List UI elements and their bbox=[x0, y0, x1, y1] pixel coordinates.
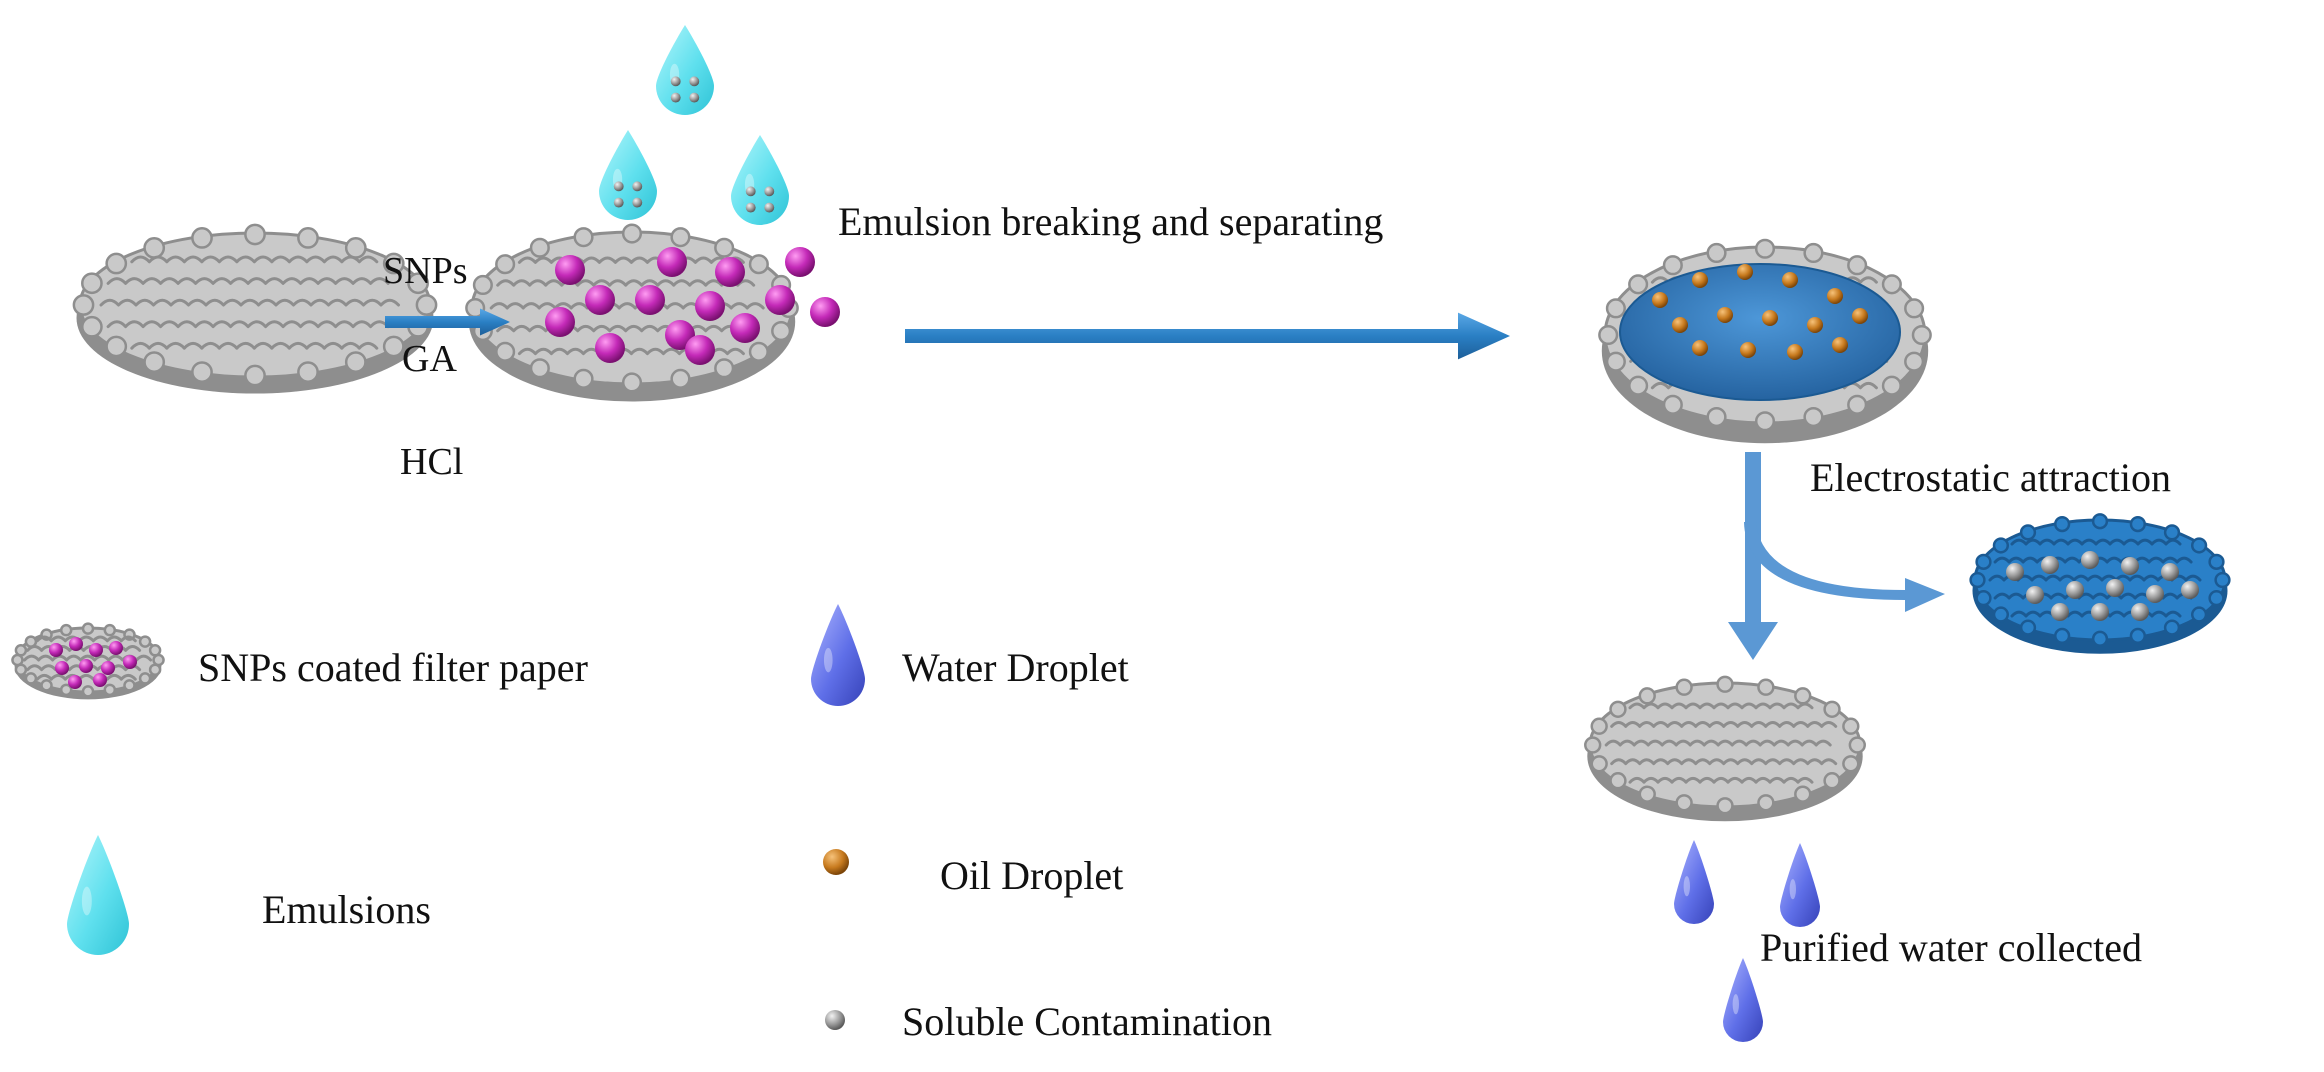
snp-particle bbox=[123, 655, 137, 669]
breaking-arrow bbox=[905, 312, 1510, 360]
snp-particle bbox=[89, 643, 103, 657]
water-droplet-icon bbox=[1780, 843, 1820, 927]
legend-water-droplet-icon bbox=[811, 604, 865, 706]
emulsion-droplet-icon bbox=[731, 135, 789, 225]
purified-water-label: Purified water collected bbox=[1760, 925, 2143, 970]
legend-oil-droplet-icon bbox=[823, 849, 849, 875]
filter-paper-icon bbox=[72, 223, 438, 394]
oil-droplet-icon bbox=[1717, 307, 1733, 323]
oil-droplet-icon bbox=[1692, 272, 1708, 288]
contaminant-particle-icon bbox=[632, 181, 643, 192]
contaminant-particle-icon bbox=[689, 92, 700, 103]
legend-emulsion-icon bbox=[67, 835, 129, 955]
oil-droplet-icon bbox=[1782, 272, 1798, 288]
snp-particle bbox=[695, 291, 725, 321]
contaminant-particle-icon bbox=[2026, 586, 2044, 604]
snp-particle bbox=[55, 661, 69, 675]
reagent-hcl-label: HCl bbox=[400, 441, 464, 483]
reagent-ga-label: GA bbox=[402, 338, 457, 380]
water-droplet-icon bbox=[1723, 958, 1763, 1042]
snp-particle bbox=[109, 641, 123, 655]
snp-particle bbox=[595, 333, 625, 363]
emulsion-droplet-icon bbox=[656, 25, 714, 115]
reagent-arrow bbox=[385, 308, 510, 336]
oil-droplet-icon bbox=[1827, 288, 1843, 304]
contaminant-particle-icon bbox=[2181, 581, 2199, 599]
contaminant-particle-icon bbox=[2146, 585, 2164, 603]
electrostatic-attraction-label: Electrostatic attraction bbox=[1810, 455, 2171, 500]
snp-particle bbox=[685, 335, 715, 365]
oil-droplet-icon bbox=[1852, 308, 1868, 324]
oil-droplet-icon bbox=[1832, 337, 1848, 353]
oil-droplet-icon bbox=[1740, 342, 1756, 358]
contaminant-particle-icon bbox=[2051, 603, 2069, 621]
contaminant-particle-icon bbox=[670, 76, 681, 87]
purified-water-arrow bbox=[1728, 452, 1778, 660]
snp-particle bbox=[545, 307, 575, 337]
snp-particle bbox=[555, 255, 585, 285]
reagent-snps-label: SNPs bbox=[383, 250, 468, 292]
snps-coated-filter-paper bbox=[465, 223, 799, 402]
contaminant-particle-icon bbox=[745, 186, 756, 197]
water-droplet-icon bbox=[1674, 840, 1714, 924]
contaminant-particle-icon bbox=[2121, 557, 2139, 575]
contaminant-particle-icon bbox=[2161, 563, 2179, 581]
contaminant-particle-icon bbox=[2091, 603, 2109, 621]
emulsion-breaking-label: Emulsion breaking and separating bbox=[838, 199, 1384, 244]
snp-particle bbox=[785, 247, 815, 277]
contaminant-particle-icon bbox=[613, 197, 624, 208]
snp-particle bbox=[765, 285, 795, 315]
clean-filter-paper bbox=[1584, 675, 1866, 822]
contaminant-particle-icon bbox=[2131, 603, 2149, 621]
oil-droplet-icon bbox=[1692, 340, 1708, 356]
legend-contaminant-icon bbox=[825, 1010, 845, 1030]
snp-particle bbox=[730, 313, 760, 343]
oil-droplet-icon bbox=[1762, 310, 1778, 326]
contaminant-particle-icon bbox=[764, 202, 775, 213]
snp-particle bbox=[49, 643, 63, 657]
electrostatic-branch-arrow bbox=[1744, 522, 1945, 612]
oil-droplet-icon bbox=[1737, 264, 1753, 280]
legend-emulsions-label: Emulsions bbox=[262, 887, 431, 932]
contaminant-particle-icon bbox=[2066, 581, 2084, 599]
snp-particle bbox=[810, 297, 840, 327]
contaminant-particle-icon bbox=[2081, 551, 2099, 569]
contaminant-particle-icon bbox=[670, 92, 681, 103]
snp-particle bbox=[93, 673, 107, 687]
legend-contamination-label: Soluble Contamination bbox=[902, 999, 1272, 1044]
oil-droplet-icon bbox=[1672, 317, 1688, 333]
contaminant-particle-icon bbox=[2006, 563, 2024, 581]
oil-droplet-icon bbox=[1787, 344, 1803, 360]
snp-particle bbox=[69, 637, 83, 651]
emulsion-droplet-icon bbox=[599, 130, 657, 220]
legend-oil-label: Oil Droplet bbox=[940, 853, 1124, 898]
contaminant-loaded-paper bbox=[1969, 513, 2231, 654]
contaminant-particle-icon bbox=[745, 202, 756, 213]
snp-particle bbox=[715, 257, 745, 287]
snp-particle bbox=[101, 661, 115, 675]
oil-droplet-icon bbox=[1652, 292, 1668, 308]
snp-particle bbox=[585, 285, 615, 315]
legend-water-label: Water Droplet bbox=[902, 645, 1129, 690]
contaminant-particle-icon bbox=[613, 181, 624, 192]
oil-layer bbox=[1619, 263, 1901, 401]
snp-particle bbox=[68, 675, 82, 689]
contaminant-particle-icon bbox=[764, 186, 775, 197]
contaminant-particle-icon bbox=[632, 197, 643, 208]
legend-snps-paper-label: SNPs coated filter paper bbox=[198, 645, 588, 690]
snp-particle bbox=[635, 285, 665, 315]
contaminant-particle-icon bbox=[2041, 556, 2059, 574]
contaminant-particle-icon bbox=[689, 76, 700, 87]
snp-particle bbox=[79, 659, 93, 673]
oil-droplet-icon bbox=[1807, 317, 1823, 333]
contaminant-particle-icon bbox=[2106, 579, 2124, 597]
snp-particle bbox=[657, 247, 687, 277]
